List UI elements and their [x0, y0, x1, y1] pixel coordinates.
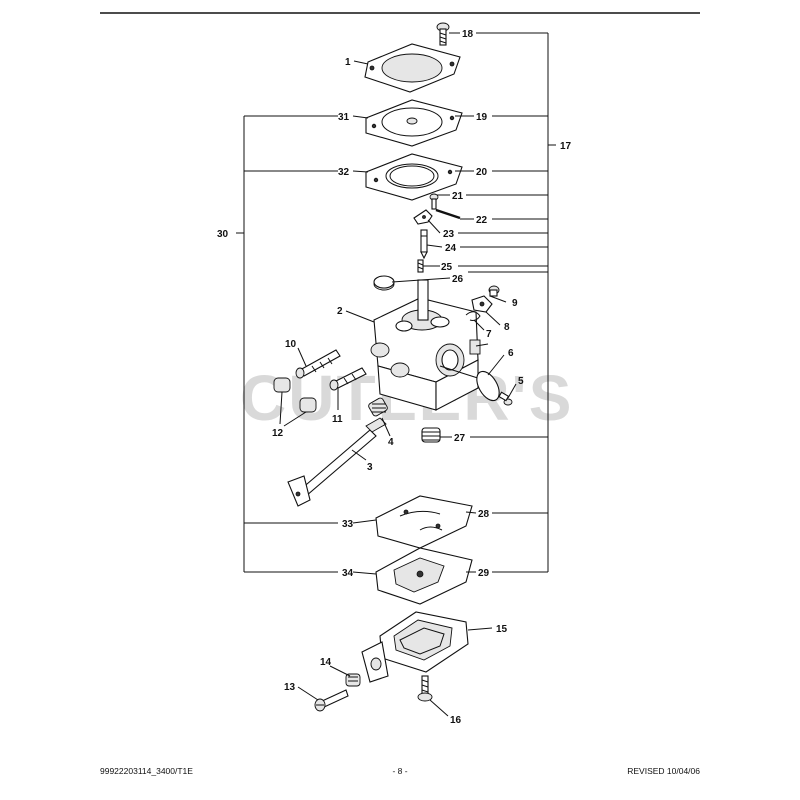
- callout-labels: 18 1 31 19 17 32 20 21 22 30 23 24 25 26…: [217, 29, 572, 726]
- bracket-17: [458, 32, 556, 573]
- callout-14: 14: [320, 657, 332, 668]
- callout-32: 32: [338, 167, 350, 178]
- needle-valve-24: [420, 229, 428, 260]
- pin-22: [435, 208, 461, 220]
- limiter-cap-12: [273, 377, 317, 413]
- footer-part-number: 99922203114_3400/T1E: [100, 766, 193, 776]
- callout-6: 6: [508, 348, 514, 359]
- callout-7: 7: [486, 329, 492, 340]
- spring-4: [368, 397, 388, 417]
- throttle-plate-6: [439, 365, 500, 402]
- screw-16: [417, 675, 433, 702]
- screw-5: [498, 391, 513, 406]
- gasket-28: [375, 495, 473, 549]
- callout-34: 34: [342, 568, 354, 579]
- callout-5: 5: [518, 376, 524, 387]
- pump-body-15: [361, 611, 469, 683]
- callout-11: 11: [332, 414, 343, 425]
- callout-30: 30: [217, 229, 229, 240]
- callout-12: 12: [272, 428, 284, 439]
- callout-29: 29: [478, 568, 490, 579]
- adjusting-screw-10: [295, 349, 341, 379]
- callout-28: 28: [478, 509, 490, 520]
- callout-27: 27: [454, 433, 466, 444]
- screw-9: [488, 285, 500, 297]
- spring-14: [345, 673, 361, 687]
- callout-8: 8: [504, 322, 510, 333]
- callout-10: 10: [285, 339, 297, 350]
- carburetor-body-2: [370, 279, 489, 411]
- bracket-30: [236, 115, 338, 573]
- leader-lines: [279, 32, 517, 717]
- callout-3: 3: [367, 462, 373, 473]
- callout-21: 21: [452, 191, 464, 202]
- callout-22: 22: [476, 215, 488, 226]
- callout-19: 19: [476, 112, 488, 123]
- callout-15: 15: [496, 624, 508, 635]
- footer-revision-date: REVISED 10/04/06: [627, 766, 700, 776]
- callout-20: 20: [476, 167, 488, 178]
- callout-33: 33: [342, 519, 354, 530]
- filter-27: [421, 427, 441, 443]
- diaphragm-19: [365, 99, 463, 147]
- clip-7: [465, 311, 481, 321]
- throttle-shaft-3: [287, 417, 387, 507]
- gasket-20: [365, 153, 463, 201]
- callout-17: 17: [560, 141, 572, 152]
- plug-26: [373, 275, 395, 291]
- callout-2: 2: [337, 306, 343, 317]
- screw-18: [436, 22, 450, 46]
- callout-16: 16: [450, 715, 462, 726]
- screw-13: [314, 689, 349, 712]
- footer: 99922203114_3400/T1E - 8 - REVISED 10/04…: [100, 766, 700, 776]
- callout-23: 23: [443, 229, 455, 240]
- lever-23: [413, 209, 433, 225]
- adjusting-screw-11: [329, 367, 367, 391]
- callout-4: 4: [388, 437, 394, 448]
- footer-page-number: - 8 -: [392, 766, 407, 776]
- lever-8: [471, 295, 493, 313]
- callout-9: 9: [512, 298, 518, 309]
- callout-18: 18: [462, 29, 474, 40]
- callout-1: 1: [345, 57, 351, 68]
- callout-25: 25: [441, 262, 453, 273]
- cover-1: [364, 43, 461, 93]
- callout-31: 31: [338, 112, 350, 123]
- gasket-29: [375, 547, 473, 605]
- callout-13: 13: [284, 682, 296, 693]
- screw-21: [429, 193, 439, 210]
- callout-24: 24: [445, 243, 457, 254]
- spring-25: [417, 259, 424, 273]
- callout-26: 26: [452, 274, 464, 285]
